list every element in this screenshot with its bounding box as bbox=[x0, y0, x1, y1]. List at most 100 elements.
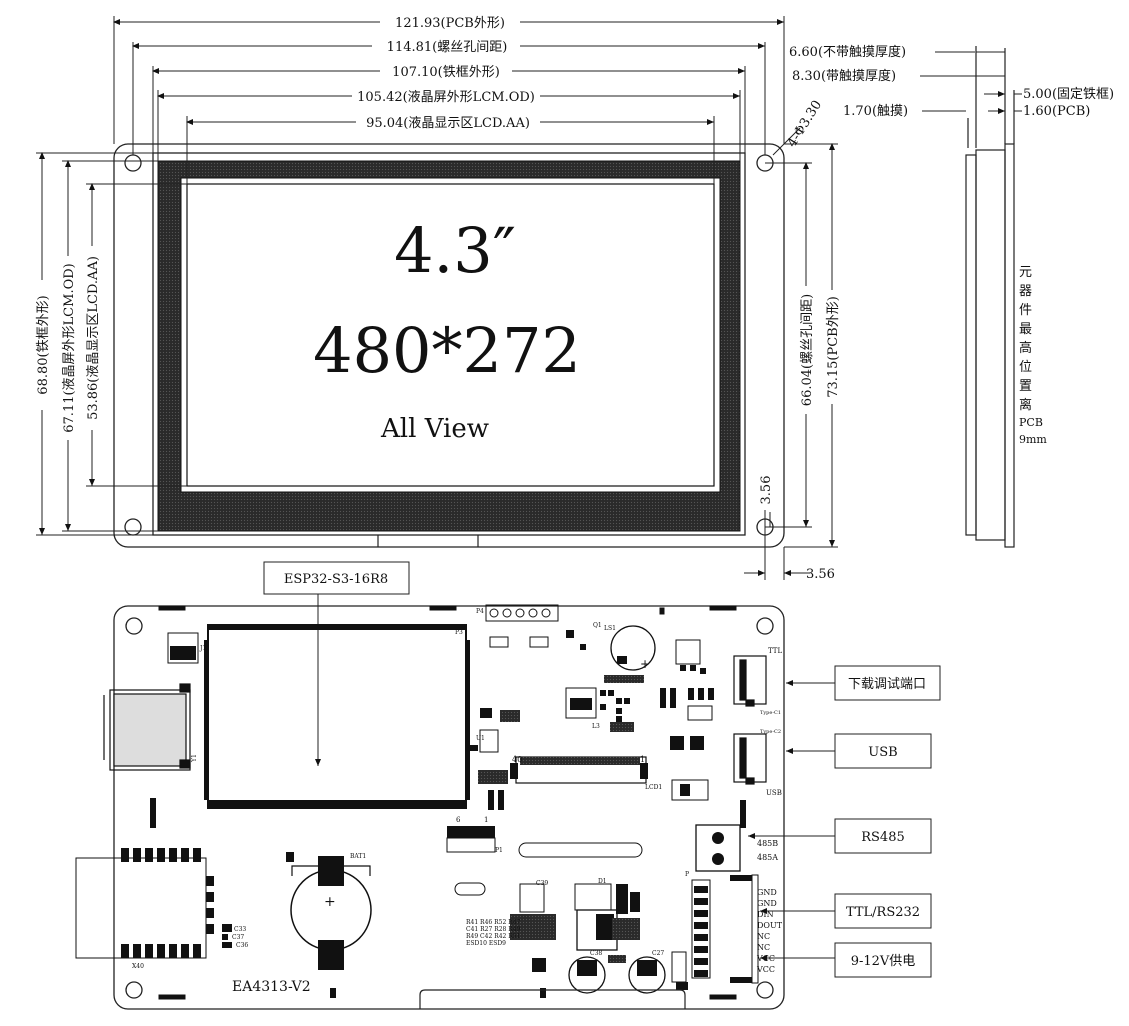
svg-text:C33: C33 bbox=[234, 926, 246, 933]
dim-iron-frame: 5.00(固定铁框) bbox=[1023, 87, 1114, 102]
dim-frame-width: 107.10(铁框外形) bbox=[392, 65, 500, 80]
usb-type-c2-label: Type-C2 bbox=[760, 729, 781, 735]
svg-text:器: 器 bbox=[1019, 284, 1032, 299]
callout-rs485: RS485 bbox=[861, 830, 905, 845]
svg-text:+: + bbox=[640, 657, 650, 671]
fpc-connector: 40 1 LCD1 bbox=[510, 755, 662, 791]
view-label: All View bbox=[380, 414, 489, 444]
svg-text:Y1: Y1 bbox=[191, 754, 198, 763]
svg-text:C37: C37 bbox=[232, 934, 244, 941]
svg-text:P1: P1 bbox=[495, 847, 503, 854]
svg-text:VCC: VCC bbox=[756, 965, 775, 974]
svg-text:6: 6 bbox=[456, 816, 461, 824]
svg-text:R41 R46 R52 R47: R41 R46 R52 R47 bbox=[466, 919, 521, 926]
lcd-active-area bbox=[186, 183, 715, 487]
usb-usb-label: USB bbox=[766, 789, 782, 797]
lower-components bbox=[330, 883, 688, 998]
svg-text:最: 最 bbox=[1019, 322, 1032, 337]
p1-header: 6 1 P1 bbox=[446, 816, 503, 854]
svg-text:R49 C42 R42 R51: R49 C42 R42 R51 bbox=[466, 933, 520, 940]
callout-power: 9-12V供电 bbox=[851, 954, 916, 969]
svg-text:LCD1: LCD1 bbox=[645, 784, 662, 791]
dim-hole-diameter: 4-Φ3.30 bbox=[785, 98, 825, 150]
svg-text:+: + bbox=[324, 894, 336, 910]
io-connector: P GND GND DIN DOUT NC NC VCC VCC bbox=[685, 871, 783, 984]
board-name: EA4313-V2 bbox=[232, 979, 311, 995]
svg-text:C41 R27 R28 R49: C41 R27 R28 R49 bbox=[466, 926, 521, 933]
callout-debug-port: 下载调试端口 bbox=[848, 677, 926, 692]
p4-header: P4 bbox=[476, 604, 559, 622]
svg-text:X40: X40 bbox=[132, 963, 144, 970]
svg-text:9mm: 9mm bbox=[1019, 433, 1047, 446]
svg-text:GND: GND bbox=[757, 888, 777, 897]
svg-text:D1: D1 bbox=[598, 878, 607, 885]
resolution-label: 480*272 bbox=[313, 314, 581, 387]
svg-text:40: 40 bbox=[512, 755, 522, 764]
svg-text:P3: P3 bbox=[455, 629, 463, 636]
dim-corner-offset-h: 3.56 bbox=[806, 567, 835, 582]
svg-text:PCB: PCB bbox=[1019, 416, 1043, 429]
usb-ttl-label: TTL bbox=[768, 647, 782, 655]
svg-text:GND: GND bbox=[757, 899, 777, 908]
svg-text:NC: NC bbox=[757, 932, 770, 941]
svg-text:NC: NC bbox=[757, 943, 770, 952]
dim-hole-spacing-v: 66.04(螺丝孔间距) bbox=[800, 294, 815, 406]
callout-ttl-rs232: TTL/RS232 bbox=[846, 905, 920, 920]
usb-connectors bbox=[733, 655, 767, 785]
svg-text:DOUT: DOUT bbox=[757, 921, 783, 930]
svg-text:DIN: DIN bbox=[757, 910, 774, 919]
vertical-dimensions-right bbox=[744, 127, 838, 580]
svg-text:L3: L3 bbox=[592, 723, 600, 730]
svg-text:ESD10 ESD9: ESD10 ESD9 bbox=[466, 940, 506, 947]
svg-text:BAT1: BAT1 bbox=[350, 853, 366, 860]
svg-text:件: 件 bbox=[1019, 303, 1032, 318]
svg-text:J1: J1 bbox=[199, 645, 206, 652]
dim-aa-height: 53.86(液晶显示区LCD.AA) bbox=[86, 256, 101, 420]
pcb-outline bbox=[113, 143, 785, 548]
sd-card-slot bbox=[103, 683, 191, 771]
vertical-dimensions-left bbox=[36, 152, 187, 536]
dim-pcb-width: 121.93(PCB外形) bbox=[395, 16, 505, 31]
svg-text:P4: P4 bbox=[476, 608, 484, 615]
dim-touch: 1.70(触摸) bbox=[843, 104, 908, 119]
svg-text:C38: C38 bbox=[590, 950, 602, 957]
svg-text:C39: C39 bbox=[536, 880, 548, 887]
svg-text:485B: 485B bbox=[757, 839, 778, 848]
esp32-label-box bbox=[263, 561, 410, 595]
dim-thickness-with-touch: 8.30(带触摸厚度) bbox=[792, 68, 896, 84]
dim-frame-height: 68.80(铁框外形) bbox=[36, 295, 51, 394]
callout-usb: USB bbox=[868, 745, 897, 760]
svg-text:置: 置 bbox=[1019, 379, 1032, 394]
dim-corner-offset-v: 3.56 bbox=[759, 476, 774, 505]
svg-text:Q1: Q1 bbox=[593, 622, 602, 629]
svg-text:1: 1 bbox=[640, 755, 645, 764]
small-components bbox=[470, 630, 714, 810]
horizontal-dimensions bbox=[113, 16, 785, 184]
dim-thickness-no-touch: 6.60(不带触摸厚度) bbox=[789, 44, 906, 60]
svg-text:高: 高 bbox=[1019, 340, 1032, 356]
svg-text:C36: C36 bbox=[236, 942, 248, 949]
dim-aa-width: 95.04(液晶显示区LCD.AA) bbox=[366, 116, 530, 131]
svg-text:P: P bbox=[685, 871, 689, 878]
esp32-label: ESP32-S3-16R8 bbox=[284, 572, 388, 587]
svg-text:离: 离 bbox=[1019, 397, 1032, 413]
dim-pcb-thickness: 1.60(PCB) bbox=[1023, 104, 1090, 119]
dim-lcm-width: 105.42(液晶屏外形LCM.OD) bbox=[357, 90, 535, 105]
side-view: 6.60(不带触摸厚度) 8.30(带触摸厚度) 1.70(触摸) 5.00(固… bbox=[789, 44, 1114, 548]
iron-frame bbox=[152, 152, 746, 536]
dim-hole-spacing-h: 114.81(螺丝孔间距) bbox=[387, 40, 508, 55]
buzzer: + LS1 bbox=[604, 625, 656, 671]
dim-lcm-height: 67.11(液晶屏外形LCM.OD) bbox=[62, 263, 77, 432]
dim-pcb-height: 73.15(PCB外形) bbox=[826, 296, 841, 398]
back-view: ESP32-S3-16R8 P3 Y1 J1 bbox=[75, 561, 785, 1010]
front-view: 4.3″ 480*272 All View bbox=[36, 16, 841, 582]
svg-text:元: 元 bbox=[1019, 265, 1032, 280]
left-module bbox=[75, 798, 232, 959]
svg-text:1: 1 bbox=[484, 816, 488, 824]
svg-text:C27: C27 bbox=[652, 950, 664, 957]
esp32-module bbox=[207, 624, 467, 809]
svg-text:U1: U1 bbox=[476, 735, 485, 742]
rs485-terminal: 485B 485A bbox=[695, 800, 778, 872]
j1-connector: J1 bbox=[167, 632, 206, 664]
